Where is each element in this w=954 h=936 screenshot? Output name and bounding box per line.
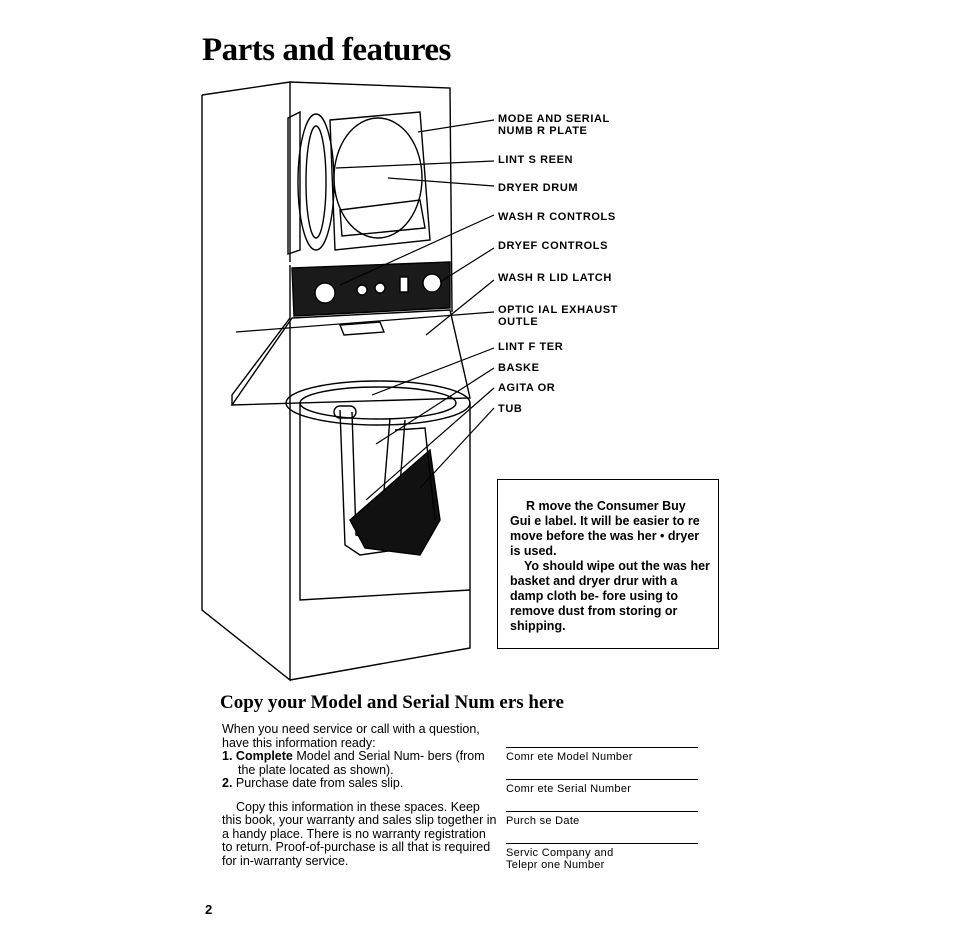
instructions: When you need service or call with a que… (222, 722, 497, 868)
serial-number-field[interactable]: Comr ete Serial Number (506, 779, 698, 795)
model-number-field[interactable]: Comr ete Model Number (506, 747, 698, 763)
dryer-drum-opening (329, 111, 431, 251)
control-panel (291, 261, 451, 317)
callout-washer-lid-latch: WASH R LID LATCH (498, 272, 612, 284)
callout-dryer-controls: DRYEF CONTROLS (498, 240, 609, 252)
notice-paragraph-2: Yo should wipe out the was her basket an… (510, 559, 710, 633)
purchase-date-field[interactable]: Purch se Date (506, 811, 698, 827)
tub-cutaway (349, 448, 441, 556)
washer-right-edge (289, 402, 471, 681)
notice-paragraph-1: R move the Consumer Buy Gui e label. It … (510, 499, 700, 558)
dryer-door (297, 113, 335, 251)
leader-lines (235, 119, 495, 501)
callout-agitator: AGITA OR (498, 382, 556, 394)
callout-lint-filter: LINT F TER (498, 341, 564, 353)
dryer-top (201, 81, 453, 313)
cabinet-left-edge (201, 95, 291, 682)
list-item-2: 2. Purchase date from sales slip. (222, 776, 404, 790)
callout-lint-screen: LINT S REEN (498, 154, 574, 166)
callout-tub: TUB (498, 403, 523, 415)
intro-text: When you need service or call with a que… (222, 722, 480, 750)
closing-text: Copy this information in these spaces. K… (222, 799, 497, 868)
page-number: 2 (205, 902, 213, 917)
washer-lid-latch (338, 321, 386, 336)
washer-tub-rim (285, 380, 471, 426)
notice-box: R move the Consumer Buy Gui e label. It … (497, 479, 719, 649)
copy-section-heading: Copy your Model and Serial Num ers here (220, 692, 564, 713)
callout-washer-controls: WASH R CONTROLS (498, 211, 616, 223)
callout-basket: BASKE (498, 362, 540, 374)
callout-dryer-drum: DRYER DRUM (498, 182, 579, 194)
list-item-1: 1. Complete Model and Serial Num- bers (… (222, 749, 485, 777)
agitator-top (333, 405, 357, 419)
page-title: Parts and features (202, 32, 451, 68)
dryer-door-hinge (287, 110, 301, 255)
washer-lid-opening (230, 309, 471, 406)
